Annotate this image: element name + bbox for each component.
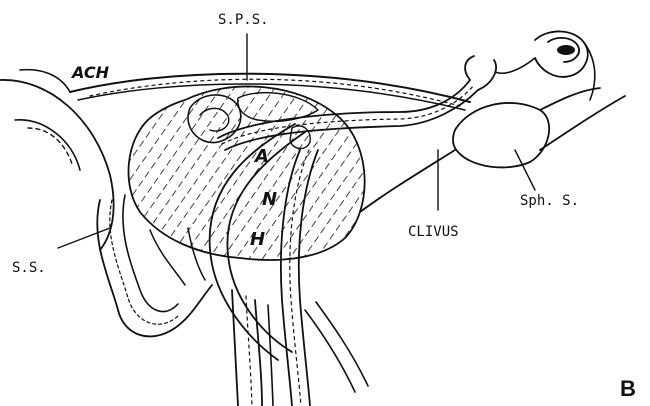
label-sps: S.P.S. bbox=[218, 12, 269, 28]
brainstem-structures bbox=[232, 290, 273, 406]
label-ss: S.S. bbox=[12, 260, 46, 276]
label-sph-s: Sph. S. bbox=[520, 193, 579, 209]
tumor-letter-a: A bbox=[253, 146, 269, 167]
tumor-letter-n: N bbox=[262, 189, 277, 210]
clivus-outline bbox=[360, 96, 625, 212]
sphenoid-sinus bbox=[453, 88, 600, 167]
pituitary-blob bbox=[557, 45, 575, 55]
label-clivus: CLIVUS bbox=[408, 224, 459, 240]
label-ach: ACH bbox=[70, 63, 110, 82]
sella-turcica bbox=[495, 31, 595, 100]
tumor-letter-h: H bbox=[250, 229, 265, 250]
panel-letter: B bbox=[620, 376, 636, 401]
